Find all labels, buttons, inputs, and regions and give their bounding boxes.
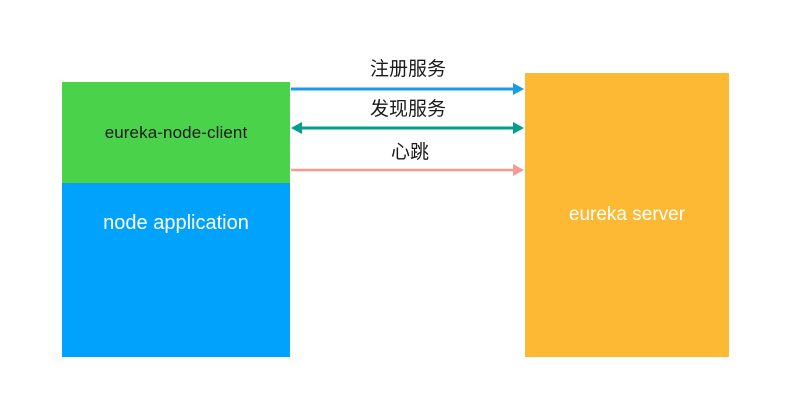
- flow-label-heartbeat: 心跳: [390, 142, 430, 163]
- flow-label-register: 注册服务: [369, 59, 447, 80]
- discover-arrowhead-left: [291, 122, 302, 134]
- heartbeat-arrowhead-right: [513, 164, 524, 176]
- flow-arrow-heartbeat: [291, 164, 524, 176]
- node-eureka-server-label: eureka server: [568, 204, 686, 225]
- node-eureka-server[interactable]: eureka server: [525, 73, 729, 357]
- flow-arrow-register: [291, 83, 524, 95]
- node-eureka-node-client-label: eureka-node-client: [104, 122, 248, 142]
- flow-label-discover: 发现服务: [369, 99, 447, 120]
- node-application-stack: eureka-node-client node application: [62, 82, 290, 357]
- node-node-application[interactable]: node application: [62, 183, 290, 357]
- discover-arrowhead-right: [513, 122, 524, 134]
- node-node-application-label: node application: [103, 212, 249, 234]
- node-eureka-node-client[interactable]: eureka-node-client: [62, 82, 290, 183]
- register-arrowhead-right: [513, 83, 524, 95]
- flow-arrow-discover: [291, 122, 524, 134]
